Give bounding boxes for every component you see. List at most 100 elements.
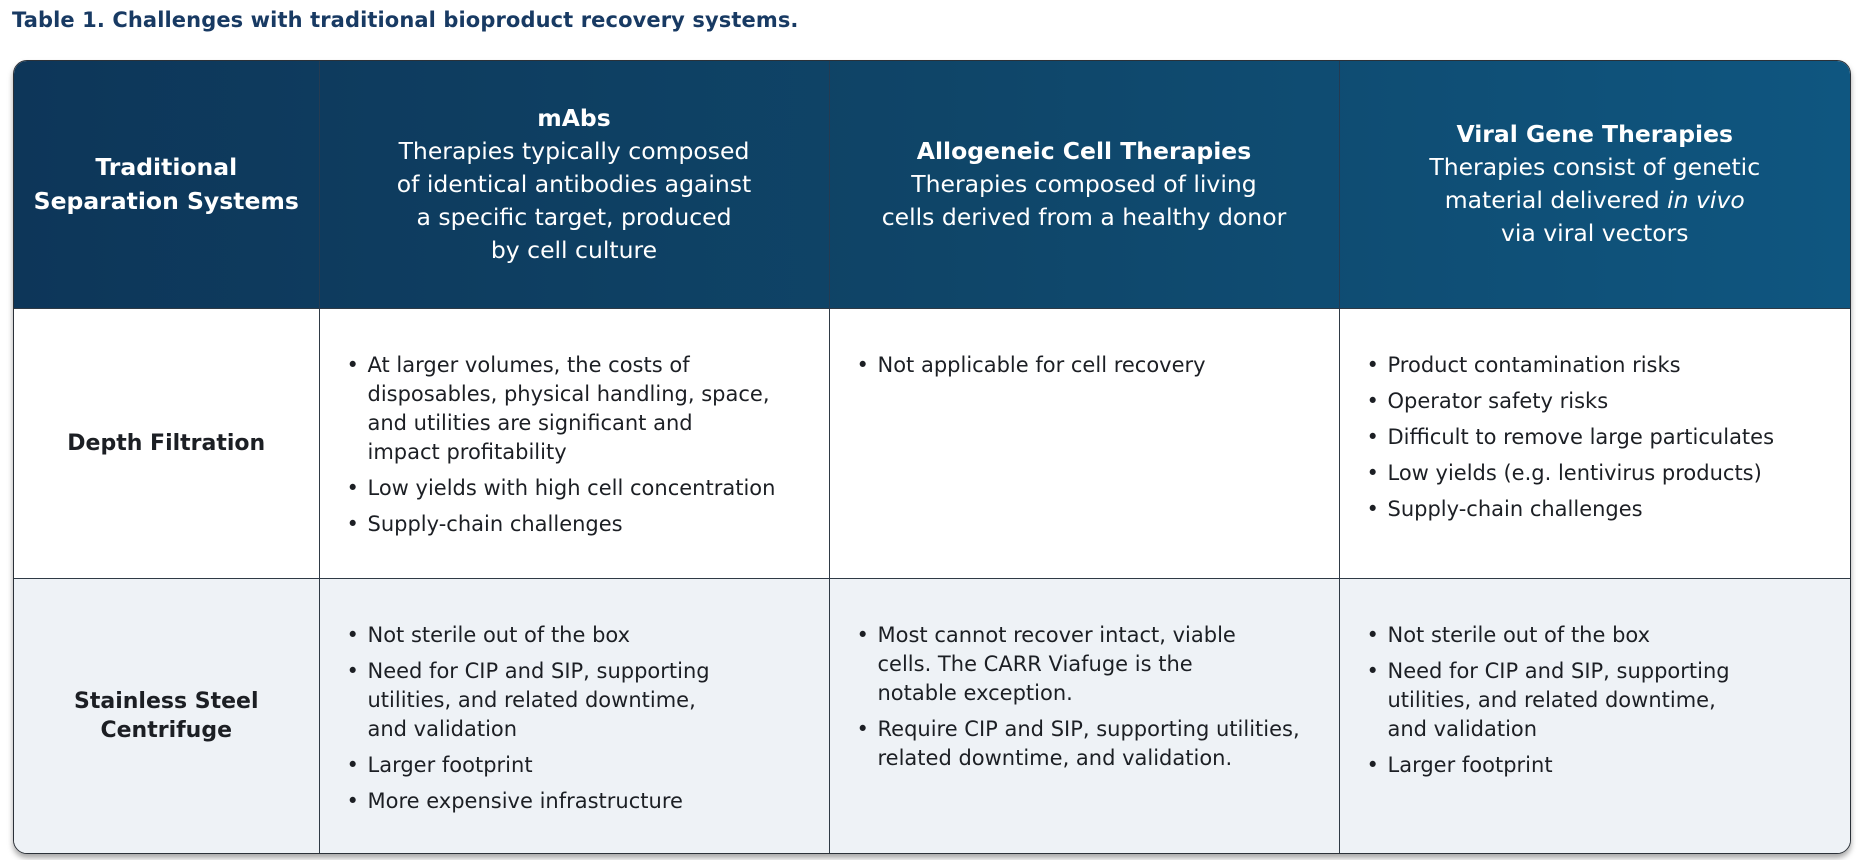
list-item-line: Not sterile out of the box xyxy=(367,622,631,647)
list-item-line: Larger footprint xyxy=(1387,752,1553,777)
list-item-line: disposables, physical handling, space, xyxy=(367,381,770,406)
list-item-line: At larger volumes, the costs of xyxy=(367,352,690,377)
list-item: • Most cannot recover intact, viable cells… xyxy=(830,621,1339,708)
header-desc-line: Therapies typically composed xyxy=(398,136,750,165)
list-item-line: utilities, and related downtime, xyxy=(367,687,696,712)
bullet-icon: • xyxy=(856,352,869,377)
bullet-icon: • xyxy=(346,788,359,813)
header-desc-line: Therapies composed of living xyxy=(911,169,1257,198)
bullet-icon: • xyxy=(1366,388,1379,413)
list-item: • Require CIP and SIP, supporting utiliti… xyxy=(830,715,1339,773)
challenges-table: Traditional Separation Systems mAbs Ther… xyxy=(13,60,1851,854)
list-item: • Supply-chain challenges xyxy=(1340,495,1851,524)
table-cell: • Not sterile out of the box • Need for CIP… xyxy=(1338,577,1851,853)
list-item: • Not applicable for cell recovery xyxy=(830,351,1339,380)
header-allogeneic-cell-therapies: Allogeneic Cell Therapies Therapies comp… xyxy=(828,61,1339,308)
header-title: mAbs xyxy=(537,103,611,132)
table-cell: • Most cannot recover intact, viable cells… xyxy=(828,577,1339,853)
header-desc-italic: in vivo xyxy=(1667,186,1745,215)
list-item-line: Operator safety risks xyxy=(1387,388,1609,413)
header-desc-line: by cell culture xyxy=(490,235,658,264)
row-header: Depth Filtration xyxy=(14,307,319,578)
list-item: • Difficult to remove large particulates xyxy=(1340,423,1851,452)
bullet-list: • Product contamination risks • Operator sa… xyxy=(1340,309,1851,524)
bullet-icon: • xyxy=(1366,424,1379,449)
list-item-line: More expensive infrastructure xyxy=(367,788,683,813)
list-item: •Not sterile out of the box xyxy=(320,621,829,650)
bullet-list: • Not sterile out of the box • Need for CIP… xyxy=(1340,579,1851,780)
list-item-line: Low yields with high cell concentration xyxy=(367,475,776,500)
list-item: • Supply-chain challenges xyxy=(320,510,829,539)
bullet-icon: • xyxy=(856,716,869,741)
list-item: • Larger footprint xyxy=(320,751,829,780)
bullet-icon: • xyxy=(346,475,359,500)
row-header-line: Depth Filtration xyxy=(67,430,266,456)
header-desc-line: material delivered in vivo xyxy=(1358,184,1833,217)
table-cell: •Not sterile out of the box•Need for CIP… xyxy=(318,577,829,853)
list-item-line: Larger footprint xyxy=(367,752,533,777)
list-item: • Need for CIP and SIP, supporting utiliti… xyxy=(1340,657,1851,744)
table-row: Depth Filtration • At larger volumes, the … xyxy=(14,307,1851,578)
header-mabs: mAbs Therapies typically composed of ide… xyxy=(318,61,829,308)
list-item-line: Supply-chain challenges xyxy=(367,511,623,536)
list-item-line: cells. The CARR Viafuge is the xyxy=(877,651,1193,676)
bullet-list: • Most cannot recover intact, viable cells… xyxy=(830,579,1339,773)
list-item: • Operator safety risks xyxy=(1340,387,1851,416)
list-item-line: related downtime, and validation. xyxy=(877,745,1233,770)
header-desc-line: a specific target, produced xyxy=(416,202,732,231)
bullet-list: • Not applicable for cell recovery xyxy=(830,309,1339,380)
bullet-icon: • xyxy=(1366,352,1379,377)
list-item-line: and validation xyxy=(1387,716,1538,741)
table-cell: • At larger volumes, the costs of disposab… xyxy=(318,307,829,578)
header-viral-gene-therapies: Viral Gene Therapies Therapies consist o… xyxy=(1338,61,1850,308)
list-item-line: Not applicable for cell recovery xyxy=(877,352,1206,377)
list-item-line: notable exception. xyxy=(877,680,1073,705)
list-item-line: impact profitability xyxy=(367,439,567,464)
bullet-icon: • xyxy=(1366,460,1379,485)
list-item-line: Need for CIP and SIP, supporting xyxy=(367,658,710,683)
list-item-line: Product contamination risks xyxy=(1387,352,1681,377)
list-item-line: Supply-chain challenges xyxy=(1387,496,1643,521)
list-item-line: Difficult to remove large particulates xyxy=(1387,424,1775,449)
list-item-line: and validation xyxy=(367,716,518,741)
list-item: • Product contamination risks xyxy=(1340,351,1851,380)
list-item-line: Not sterile out of the box xyxy=(1387,622,1651,647)
list-item-line: Require CIP and SIP, supporting utilitie… xyxy=(877,716,1300,741)
table-body: Depth Filtration • At larger volumes, the … xyxy=(14,307,1851,853)
table-cell: • Product contamination risks • Operator sa… xyxy=(1338,307,1851,578)
list-item: • More expensive infrastructure xyxy=(320,787,829,816)
bullet-icon: • xyxy=(1366,496,1379,521)
bullet-icon: • xyxy=(346,511,359,536)
bullet-icon: • xyxy=(346,752,359,777)
list-item: • Larger footprint xyxy=(1340,751,1851,780)
bullet-icon: • xyxy=(1366,658,1379,683)
header-desc-line: cells derived from a healthy donor xyxy=(881,202,1287,231)
list-item-line: and utilities are significant and xyxy=(367,410,693,435)
header-row: Traditional Separation Systems mAbs Ther… xyxy=(14,61,1850,308)
bullet-icon: • xyxy=(346,352,359,377)
bullet-icon: • xyxy=(1366,622,1379,647)
header-title: Viral Gene Therapies xyxy=(1456,120,1734,149)
bullet-icon: • xyxy=(1366,752,1379,777)
header-desc-line: Therapies consist of genetic xyxy=(1429,153,1761,182)
list-item-line: Low yields (e.g. lentivirus products) xyxy=(1387,460,1762,485)
bullet-list: • At larger volumes, the costs of disposab… xyxy=(320,309,829,539)
bullet-list: •Not sterile out of the box•Need for CIP… xyxy=(320,579,829,816)
header-title-line: Traditional xyxy=(95,153,238,182)
header-desc-line: via viral vectors xyxy=(1500,219,1689,248)
table-cell: • Not applicable for cell recovery xyxy=(828,307,1339,578)
list-item: • At larger volumes, the costs of disposab… xyxy=(320,351,829,467)
header-desc-line: of identical antibodies against xyxy=(396,169,752,198)
list-item-line: Most cannot recover intact, viable xyxy=(877,622,1236,647)
header-desc-text: material delivered xyxy=(1444,186,1668,215)
bullet-icon: • xyxy=(856,622,869,647)
list-item: • Low yields (e.g. lentivirus products) xyxy=(1340,459,1851,488)
header-title-line: Separation Systems xyxy=(33,187,299,216)
list-item-line: utilities, and related downtime, xyxy=(1387,687,1716,712)
list-item-line: Need for CIP and SIP, supporting xyxy=(1387,658,1730,683)
list-item: • Low yields with high cell concentration xyxy=(320,474,829,503)
row-header-line: Stainless Steel xyxy=(74,688,259,714)
